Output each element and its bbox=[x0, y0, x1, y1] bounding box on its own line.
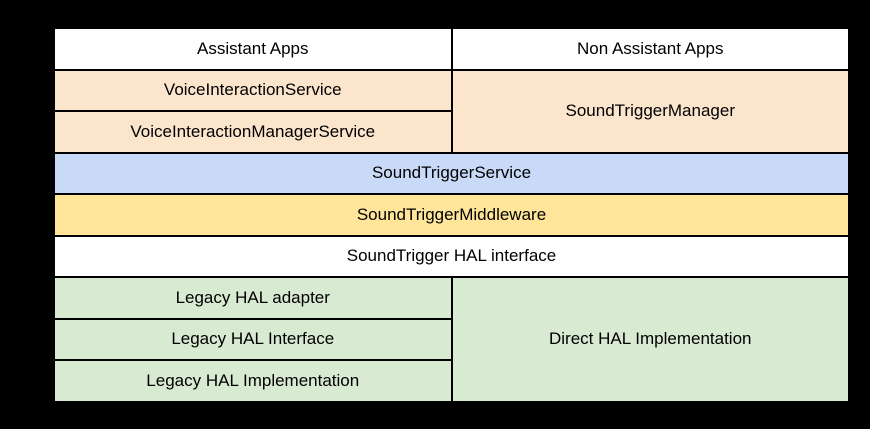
block-legacy-hal-implementation: Legacy HAL Implementation bbox=[55, 361, 451, 401]
block-legacy-hal-interface: Legacy HAL Interface bbox=[55, 319, 451, 360]
block-sound-trigger-manager: SoundTriggerManager bbox=[452, 70, 848, 152]
block-sound-trigger-service: SoundTriggerService bbox=[55, 153, 848, 194]
block-voice-interaction-manager-service: VoiceInteractionManagerService bbox=[55, 112, 451, 152]
block-assistant-apps: Assistant Apps bbox=[55, 29, 451, 69]
block-direct-hal-implementation: Direct HAL Implementation bbox=[452, 278, 848, 401]
block-non-assistant-apps: Non Assistant Apps bbox=[452, 29, 848, 69]
block-legacy-hal-adapter: Legacy HAL adapter bbox=[55, 278, 451, 318]
block-sound-trigger-hal-interface: SoundTrigger HAL interface bbox=[55, 236, 848, 277]
block-voice-interaction-service: VoiceInteractionService bbox=[55, 70, 451, 111]
block-sound-trigger-middleware: SoundTriggerMiddleware bbox=[55, 195, 848, 235]
soundtrigger-stack-diagram: Assistant Apps Non Assistant Apps VoiceI… bbox=[53, 27, 850, 403]
